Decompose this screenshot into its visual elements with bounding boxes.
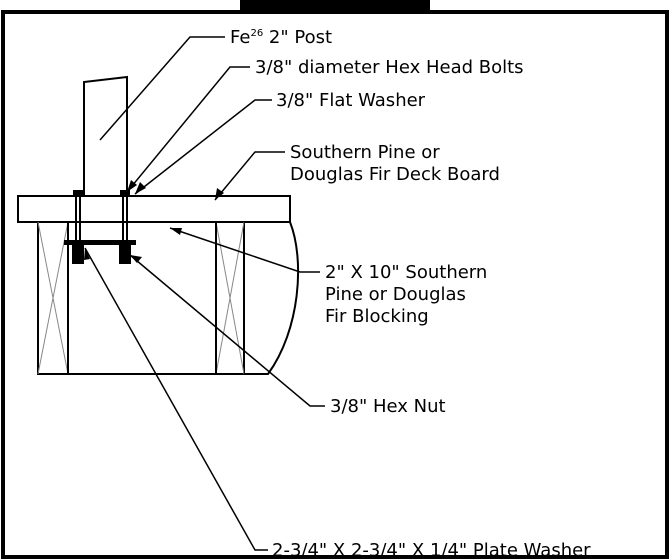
joist-left [37, 221, 69, 375]
arrowhead-plate-washer [84, 248, 90, 260]
label-deck-board-2: Douglas Fir Deck Board [290, 164, 500, 185]
label-blocking-2: Pine or Douglas [325, 284, 466, 305]
steel-post [83, 75, 128, 197]
label-hex-nut: 3/8" Hex Nut [330, 396, 446, 417]
arrowhead-hex-nut [130, 255, 142, 263]
joist-right [215, 221, 245, 375]
hex-bolt-left [72, 190, 84, 264]
label-plate-washer: 2-3/4" X 2-3/4" X 1/4" Plate Washer [272, 540, 591, 559]
leader-bolts [126, 66, 250, 193]
leader-flat-washer [134, 99, 272, 195]
label-post: Fe26 2" Post [230, 27, 332, 48]
arrowhead-blocking [170, 228, 182, 235]
arrowhead-deck-board [215, 188, 224, 200]
frame-top-cap [240, 0, 430, 12]
leader-deck-board [214, 151, 285, 201]
leader-hex-nut [129, 254, 325, 407]
label-blocking-1: 2" X 10" Southern [325, 262, 487, 283]
leader-blocking [169, 227, 320, 273]
label-deck-board-1: Southern Pine or [290, 142, 440, 163]
label-flat-washer: 3/8" Flat Washer [276, 90, 426, 111]
label-blocking-3: Fir Blocking [325, 306, 429, 327]
deck-board [17, 195, 291, 223]
arrowhead-flat-washer [135, 182, 146, 194]
hex-bolt-right [119, 190, 131, 264]
leader-post [99, 36, 225, 141]
label-bolts: 3/8" diameter Hex Head Bolts [255, 57, 524, 78]
leader-plate-washer [84, 247, 268, 551]
section-break-line [244, 221, 300, 375]
plate-washer [64, 240, 136, 245]
arrowhead-bolts [127, 180, 137, 192]
